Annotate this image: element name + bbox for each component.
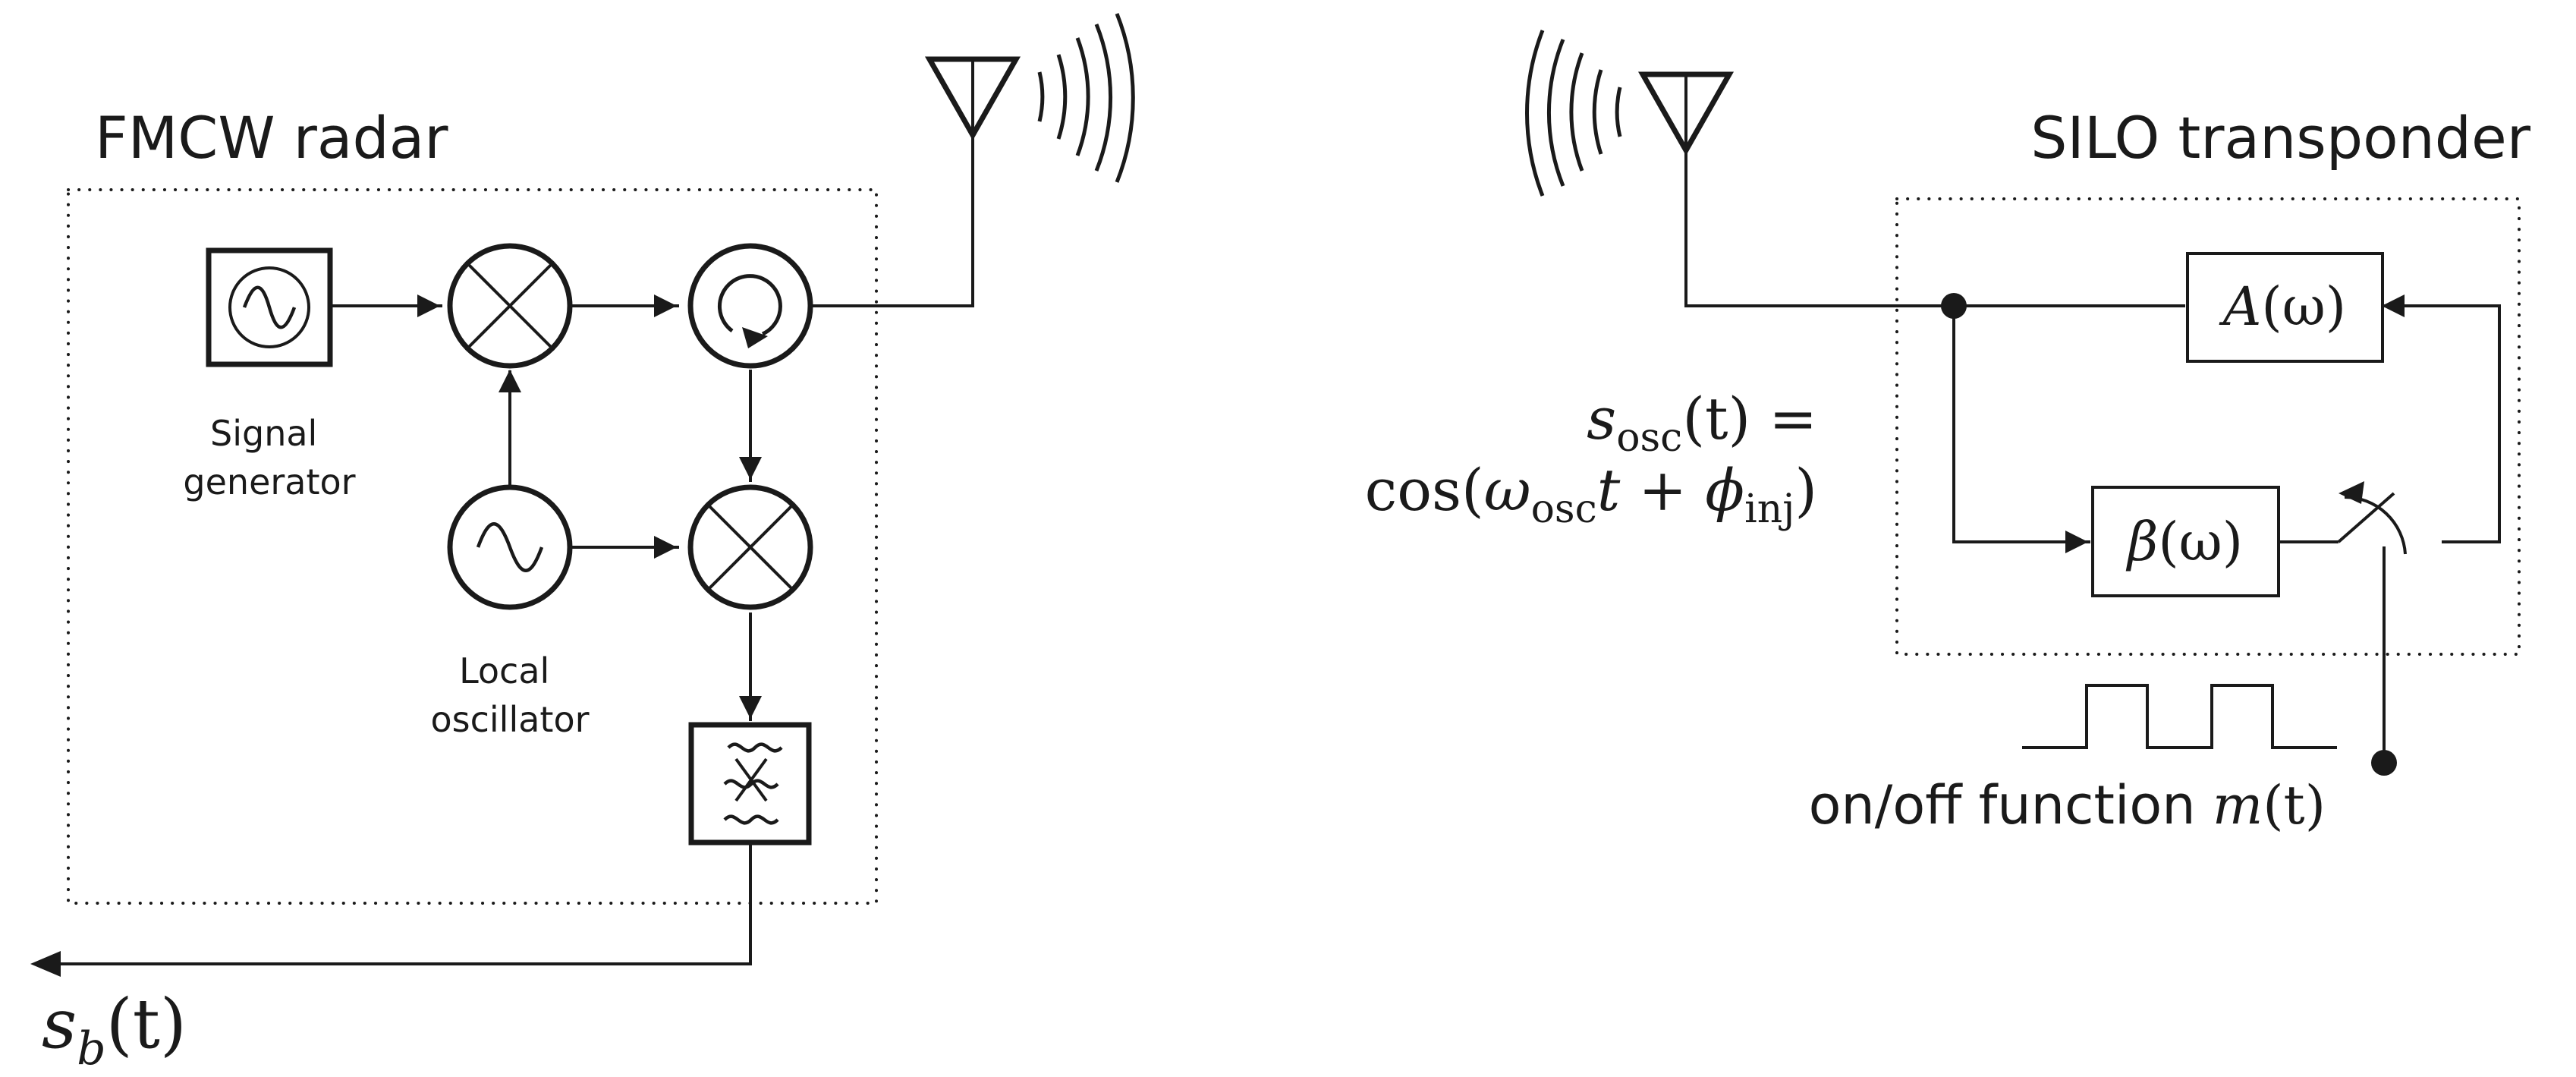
fmcw-radar: FMCW radar Signal ge [30, 13, 1135, 1075]
filter-block [688, 722, 812, 846]
svg-text:A(ω): A(ω) [2219, 276, 2346, 338]
switch-function-label: on/off function m(t) [1809, 774, 2326, 836]
radar-boundary [67, 188, 878, 905]
radar-antenna-icon [924, 13, 1135, 183]
oscillation-equation-line1: sosc(t) = [1587, 385, 1817, 461]
feedback-block: β(ω) [2091, 486, 2280, 597]
transponder-title: SILO transponder [2030, 104, 2531, 172]
amplifier-block: A(ω) [2186, 252, 2384, 363]
output-signal-label: sb(t) [42, 984, 187, 1075]
transponder-antenna-icon [1524, 30, 1735, 197]
oscillation-equation-line2: cos(ωosct + ϕinj) [1365, 456, 1817, 532]
mixer-1 [447, 243, 573, 369]
sine-icon [476, 522, 544, 572]
filter-icon [723, 742, 783, 825]
mixer-2 [687, 484, 813, 610]
signal-generator-block [206, 247, 333, 367]
silo-transponder: SILO transponder [1365, 30, 2531, 836]
radar-wires [30, 137, 974, 977]
sine-icon [242, 285, 297, 329]
radar-title: FMCW radar [95, 104, 448, 172]
pulse-train-icon [2022, 684, 2337, 749]
local-oscillator-label: Local oscillator [430, 650, 589, 740]
signal-generator-label: Signal generator [183, 413, 355, 502]
circulator-block [687, 243, 813, 369]
circulator-icon [717, 274, 782, 336]
local-oscillator-block [447, 484, 573, 610]
transponder-boundary [1895, 197, 2521, 656]
transponder-wires [1684, 150, 2501, 776]
control-input-dot [2371, 750, 2397, 776]
svg-text:β(ω): β(ω) [2125, 511, 2243, 573]
junction-dot [1941, 293, 1967, 319]
